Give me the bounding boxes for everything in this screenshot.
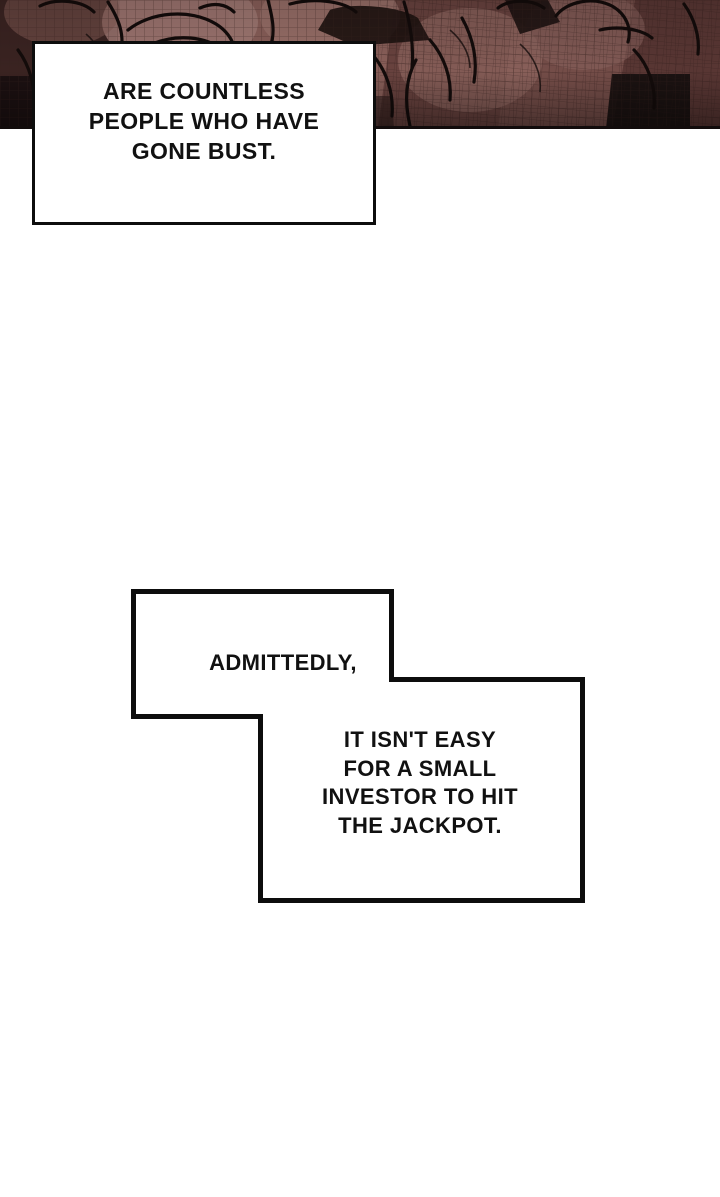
speech-bubble-narration-stepped: ADMITTEDLY, IT ISN'T EASY FOR A SMALL IN…: [130, 588, 586, 904]
speech-bubble-lower-text-wrap: IT ISN'T EASY FOR A SMALL INVESTOR TO HI…: [270, 714, 570, 874]
comic-panel-illustration: [0, 0, 720, 129]
speech-bubble-narration-top: ARE COUNTLESS PEOPLE WHO HAVE GONE BUST.: [32, 41, 376, 225]
speech-bubble-upper-text-wrap: ADMITTEDLY,: [158, 618, 408, 708]
illustration-graphic: [0, 0, 720, 129]
speech-bubble-lower-text: IT ISN'T EASY FOR A SMALL INVESTOR TO HI…: [322, 727, 518, 838]
stepped-bubble-outline: [131, 589, 585, 903]
speech-bubble-text: ARE COUNTLESS PEOPLE WHO HAVE GONE BUST.: [88, 78, 320, 164]
speech-bubble-upper-text: ADMITTEDLY,: [209, 649, 357, 675]
